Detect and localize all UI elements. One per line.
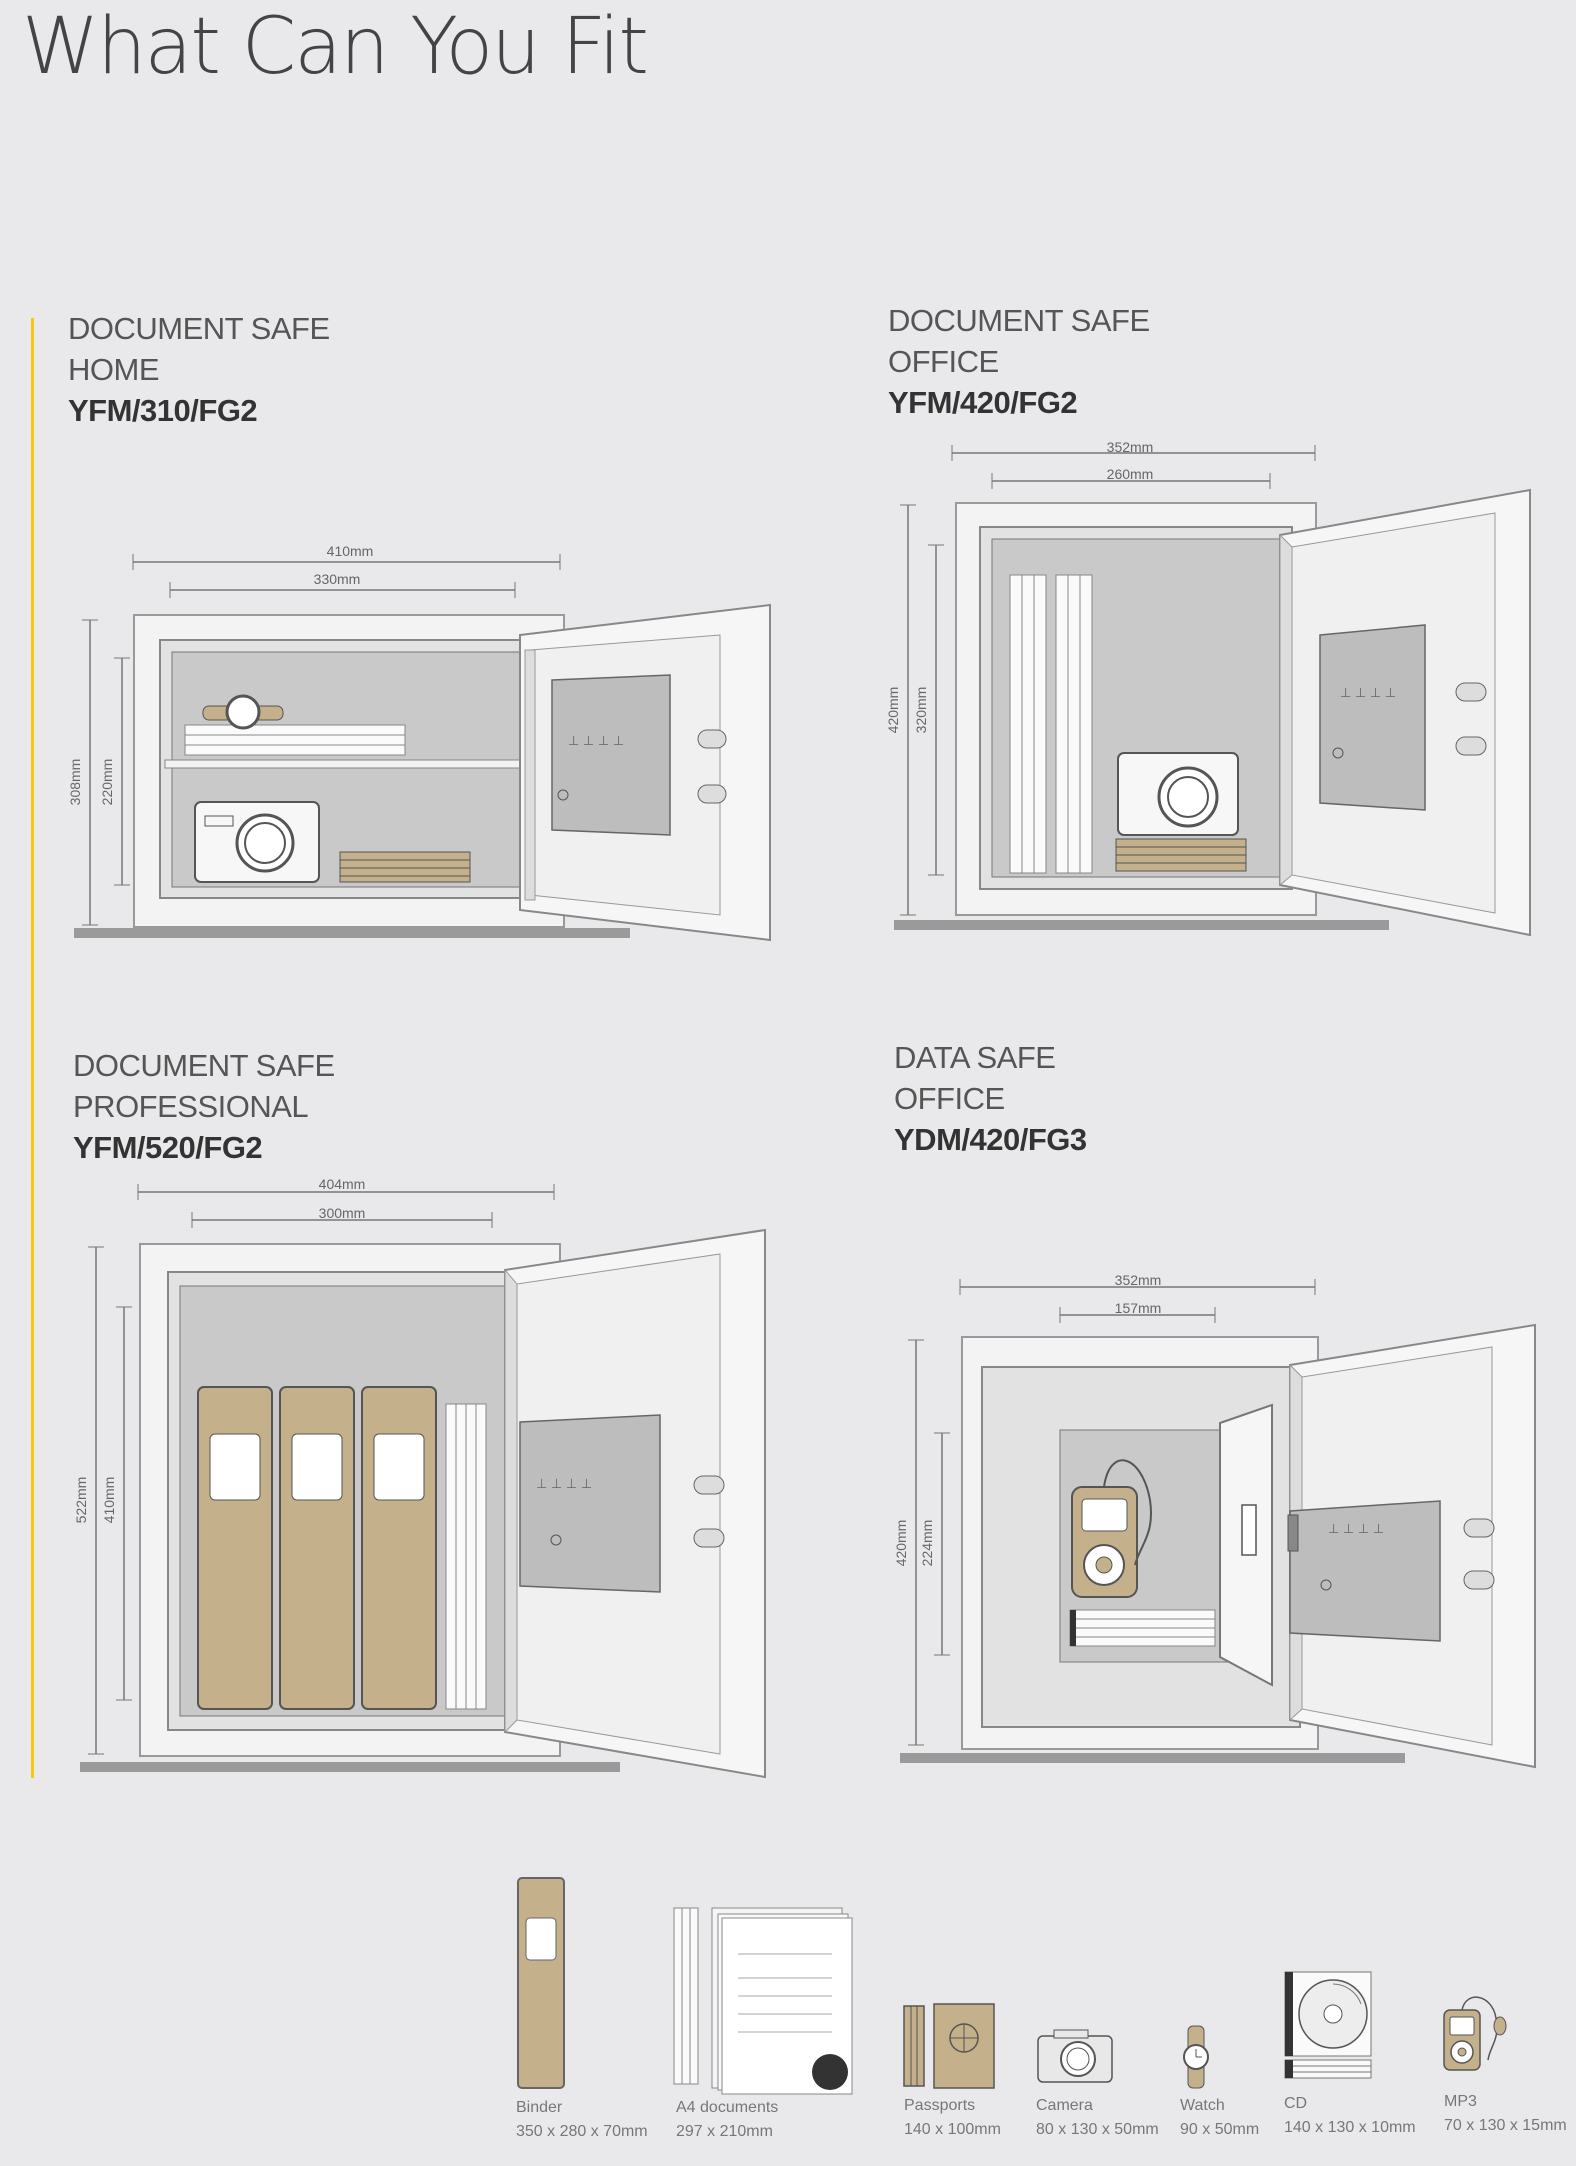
outer-width-label: 352mm xyxy=(1115,1272,1162,1288)
svg-text:⊥ ⊥ ⊥ ⊥: ⊥ ⊥ ⊥ ⊥ xyxy=(1340,685,1396,700)
inner-width-label: 330mm xyxy=(314,571,361,587)
legend-item-passports xyxy=(902,2000,998,2095)
camera-icon xyxy=(1037,2029,1113,2083)
safe-title-office: DOCUMENT SAFE OFFICE YFM/420/FG2 xyxy=(888,300,1150,423)
safe-variant: OFFICE xyxy=(888,344,999,379)
outer-height-label: 522mm xyxy=(73,1477,89,1524)
safe-model: YFM/420/FG2 xyxy=(888,385,1078,420)
floor-line xyxy=(80,1762,620,1772)
door-hinge xyxy=(693,1475,725,1495)
safe-type: DATA SAFE xyxy=(894,1040,1056,1075)
lock-plate xyxy=(551,674,671,836)
inner-height-label: 410mm xyxy=(101,1477,117,1524)
safe-illustration-professional: 404mm 300mm 522mm 410mm ⊥ ⊥ ⊥ ⊥ xyxy=(73,1176,766,1779)
floor-line xyxy=(894,920,1389,930)
passport-icon xyxy=(903,2003,995,2089)
mp3-icon xyxy=(1443,1996,1507,2071)
legend-item-binder xyxy=(516,1876,566,2097)
legend-item-watch xyxy=(1178,2024,1214,2095)
outer-width-label: 352mm xyxy=(1107,439,1154,455)
safe-variant: PROFESSIONAL xyxy=(73,1089,309,1124)
legend-item-camera xyxy=(1036,2026,1116,2091)
inner-height-label: 224mm xyxy=(919,1520,935,1567)
documents-item xyxy=(445,1403,487,1710)
documents-icon xyxy=(673,1907,853,2095)
safe-illustration-home: 410mm 330mm 308mm 220mm ⊥ ⊥ ⊥ ⊥ xyxy=(67,543,771,942)
door-hinge xyxy=(697,729,727,749)
safe-type: DOCUMENT SAFE xyxy=(73,1048,335,1083)
safe-variant: OFFICE xyxy=(894,1081,1005,1116)
outer-width-label: 410mm xyxy=(327,543,374,559)
safe-title-professional: DOCUMENT SAFE PROFESSIONAL YFM/520/FG2 xyxy=(73,1045,335,1168)
binder-icon xyxy=(517,1877,565,2089)
passports-item xyxy=(339,851,471,883)
svg-text:⊥ ⊥ ⊥ ⊥: ⊥ ⊥ ⊥ ⊥ xyxy=(568,733,624,748)
lock-plate xyxy=(1289,1500,1441,1642)
legend-item-cd xyxy=(1283,1970,1373,2091)
binder-item xyxy=(197,1386,437,1710)
floor-line xyxy=(74,928,630,938)
inner-width-label: 300mm xyxy=(319,1205,366,1221)
door-hinge xyxy=(1455,682,1487,702)
floor-line xyxy=(900,1753,1405,1763)
outer-height-label: 308mm xyxy=(67,759,83,806)
cd-icon xyxy=(1284,1971,1372,2079)
door-hinge xyxy=(1463,1518,1495,1538)
mp3-item xyxy=(1071,1459,1152,1598)
safe-model: YFM/520/FG2 xyxy=(73,1130,263,1165)
safe-title-home: DOCUMENT SAFE HOME YFM/310/FG2 xyxy=(68,308,330,431)
cd-item xyxy=(1069,1609,1216,1647)
page-title: What Can You Fit xyxy=(22,2,649,92)
safe-title-data-office: DATA SAFE OFFICE YDM/420/FG3 xyxy=(894,1037,1087,1160)
documents-item xyxy=(1009,574,1093,874)
accent-line xyxy=(31,318,34,1778)
lock-plate xyxy=(1319,624,1426,811)
inner-width-label: 260mm xyxy=(1107,466,1154,482)
safe-model: YFM/310/FG2 xyxy=(68,393,258,428)
inner-height-label: 320mm xyxy=(913,687,929,734)
svg-text:⊥ ⊥ ⊥ ⊥: ⊥ ⊥ ⊥ ⊥ xyxy=(1328,1521,1384,1536)
safe-type: DOCUMENT SAFE xyxy=(68,311,330,346)
svg-text:⊥ ⊥ ⊥ ⊥: ⊥ ⊥ ⊥ ⊥ xyxy=(536,1476,592,1491)
inner-height-label: 220mm xyxy=(99,759,115,806)
safe-type: DOCUMENT SAFE xyxy=(888,303,1150,338)
outer-height-label: 420mm xyxy=(885,687,901,734)
watch-icon xyxy=(1183,2025,1209,2089)
shelf xyxy=(164,759,531,769)
outer-width-label: 404mm xyxy=(319,1176,366,1192)
safe-illustration-office: 352mm 260mm 420mm 320mm ⊥ ⊥ ⊥ ⊥ xyxy=(885,439,1531,937)
safe-variant: HOME xyxy=(68,352,159,387)
safe-illustration-data-office: 352mm 157mm 420mm 224mm ⊥ ⊥ ⊥ ⊥ xyxy=(893,1272,1536,1769)
legend-item-documents xyxy=(672,1904,872,2101)
lock-plate xyxy=(519,1414,661,1593)
safe-model: YDM/420/FG3 xyxy=(894,1122,1087,1157)
outer-height-label: 420mm xyxy=(893,1520,909,1567)
legend-item-mp3 xyxy=(1442,1990,1514,2085)
inner-width-label: 157mm xyxy=(1115,1300,1162,1316)
